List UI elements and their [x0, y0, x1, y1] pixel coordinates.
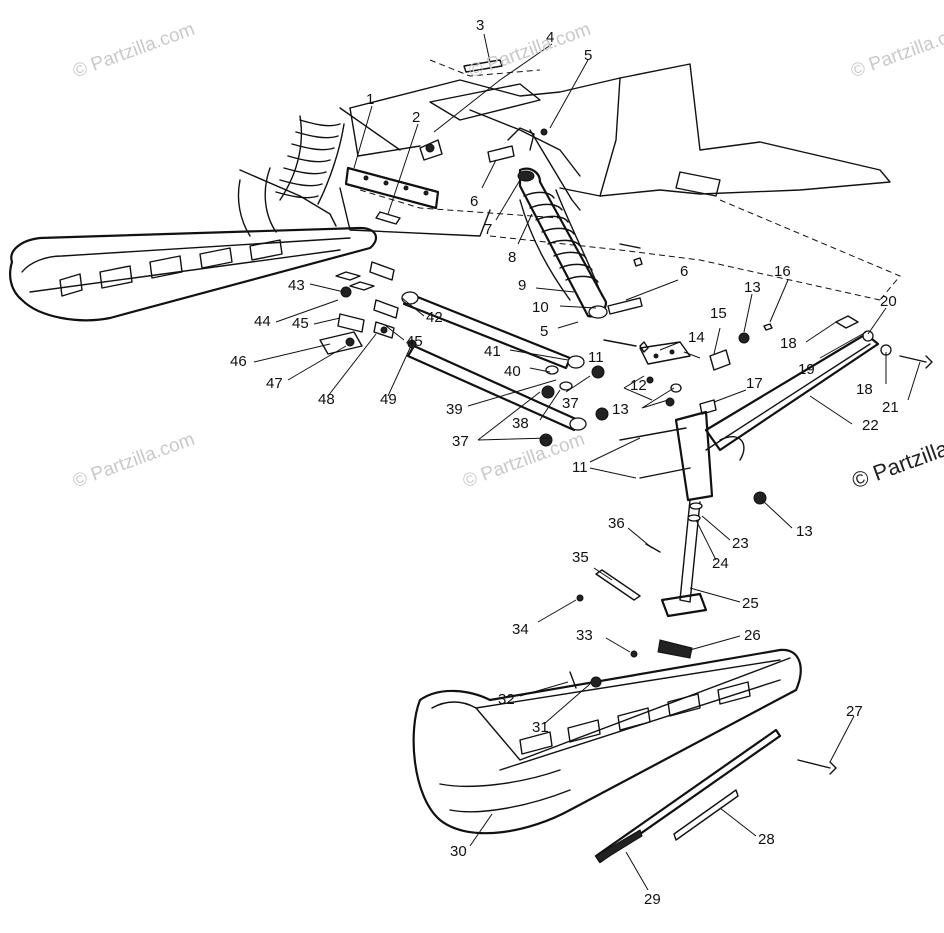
callout-29: 29 — [644, 891, 661, 908]
callout-17: 17 — [746, 375, 763, 392]
callout-47: 47 — [266, 375, 283, 392]
callout-32: 32 — [498, 691, 515, 708]
callout-12: 12 — [630, 377, 647, 394]
callout-48: 48 — [318, 391, 335, 408]
hardware-ski-cluster — [576, 543, 661, 602]
mounting-bracket — [344, 166, 440, 225]
callout-5b: 5 — [540, 323, 548, 340]
callout-36: 36 — [608, 515, 625, 532]
callout-11a: 11 — [588, 349, 604, 366]
callout-22: 22 — [862, 417, 879, 434]
callout-18a: 18 — [780, 335, 797, 352]
callout-16: 16 — [774, 263, 791, 280]
callout-39: 39 — [446, 401, 463, 418]
callout-11b: 11 — [572, 459, 588, 476]
callout-18b: 18 — [856, 381, 873, 398]
callout-25: 25 — [742, 595, 759, 612]
hardware-top-cluster — [419, 59, 643, 267]
callout-44: 44 — [254, 313, 271, 330]
callout-13b: 13 — [612, 401, 629, 418]
callout-13a: 13 — [744, 279, 761, 296]
callout-41: 41 — [484, 343, 501, 360]
callout-35: 35 — [572, 549, 589, 566]
callout-6a: 6 — [470, 193, 478, 210]
callout-27: 27 — [846, 703, 863, 720]
callout-9: 9 — [518, 277, 526, 294]
callout-43: 43 — [288, 277, 305, 294]
callout-2: 2 — [412, 109, 420, 126]
callout-4: 4 — [546, 29, 554, 46]
callout-7: 7 — [484, 221, 492, 238]
callout-34: 34 — [512, 621, 529, 638]
callout-23: 23 — [732, 535, 749, 552]
callout-8: 8 — [508, 249, 516, 266]
callout-19: 19 — [798, 361, 815, 378]
hardware-left-cluster — [319, 271, 417, 355]
callout-15: 15 — [710, 305, 727, 322]
callout-3: 3 — [476, 17, 484, 34]
tie-rods — [369, 261, 587, 432]
callout-37a: 37 — [562, 395, 579, 412]
callout-46: 46 — [230, 353, 247, 370]
callout-10: 10 — [532, 299, 549, 316]
leader-lines — [253, 33, 921, 891]
callout-5: 5 — [584, 47, 592, 64]
callout-28: 28 — [758, 831, 775, 848]
callout-13c: 13 — [796, 523, 813, 540]
left-ski-assembly — [9, 107, 401, 322]
callout-26: 26 — [744, 627, 761, 644]
callout-1: 1 — [366, 91, 374, 108]
callout-20: 20 — [880, 293, 897, 310]
callout-6b: 6 — [680, 263, 688, 280]
wear-bar — [594, 728, 837, 864]
callout-49: 49 — [380, 391, 397, 408]
callout-37b: 37 — [452, 433, 469, 450]
main-shock-absorber — [487, 127, 643, 319]
callout-33: 33 — [576, 627, 593, 644]
callout-45a: 45 — [292, 315, 309, 332]
main-ski — [412, 639, 802, 835]
callout-31: 31 — [532, 719, 549, 736]
callout-21: 21 — [882, 399, 899, 416]
callout-labels: 1 2 3 4 5 6 6 7 8 9 10 5 11 11 12 13 13 … — [230, 17, 899, 908]
callout-45b: 45 — [406, 333, 423, 350]
callout-38: 38 — [512, 415, 529, 432]
chassis-frame — [339, 59, 901, 301]
callout-30: 30 — [450, 843, 467, 860]
callout-40: 40 — [504, 363, 521, 380]
callout-42: 42 — [426, 309, 443, 326]
hardware-center-cluster — [539, 323, 773, 479]
callout-14: 14 — [688, 329, 705, 346]
callout-24: 24 — [712, 555, 729, 572]
